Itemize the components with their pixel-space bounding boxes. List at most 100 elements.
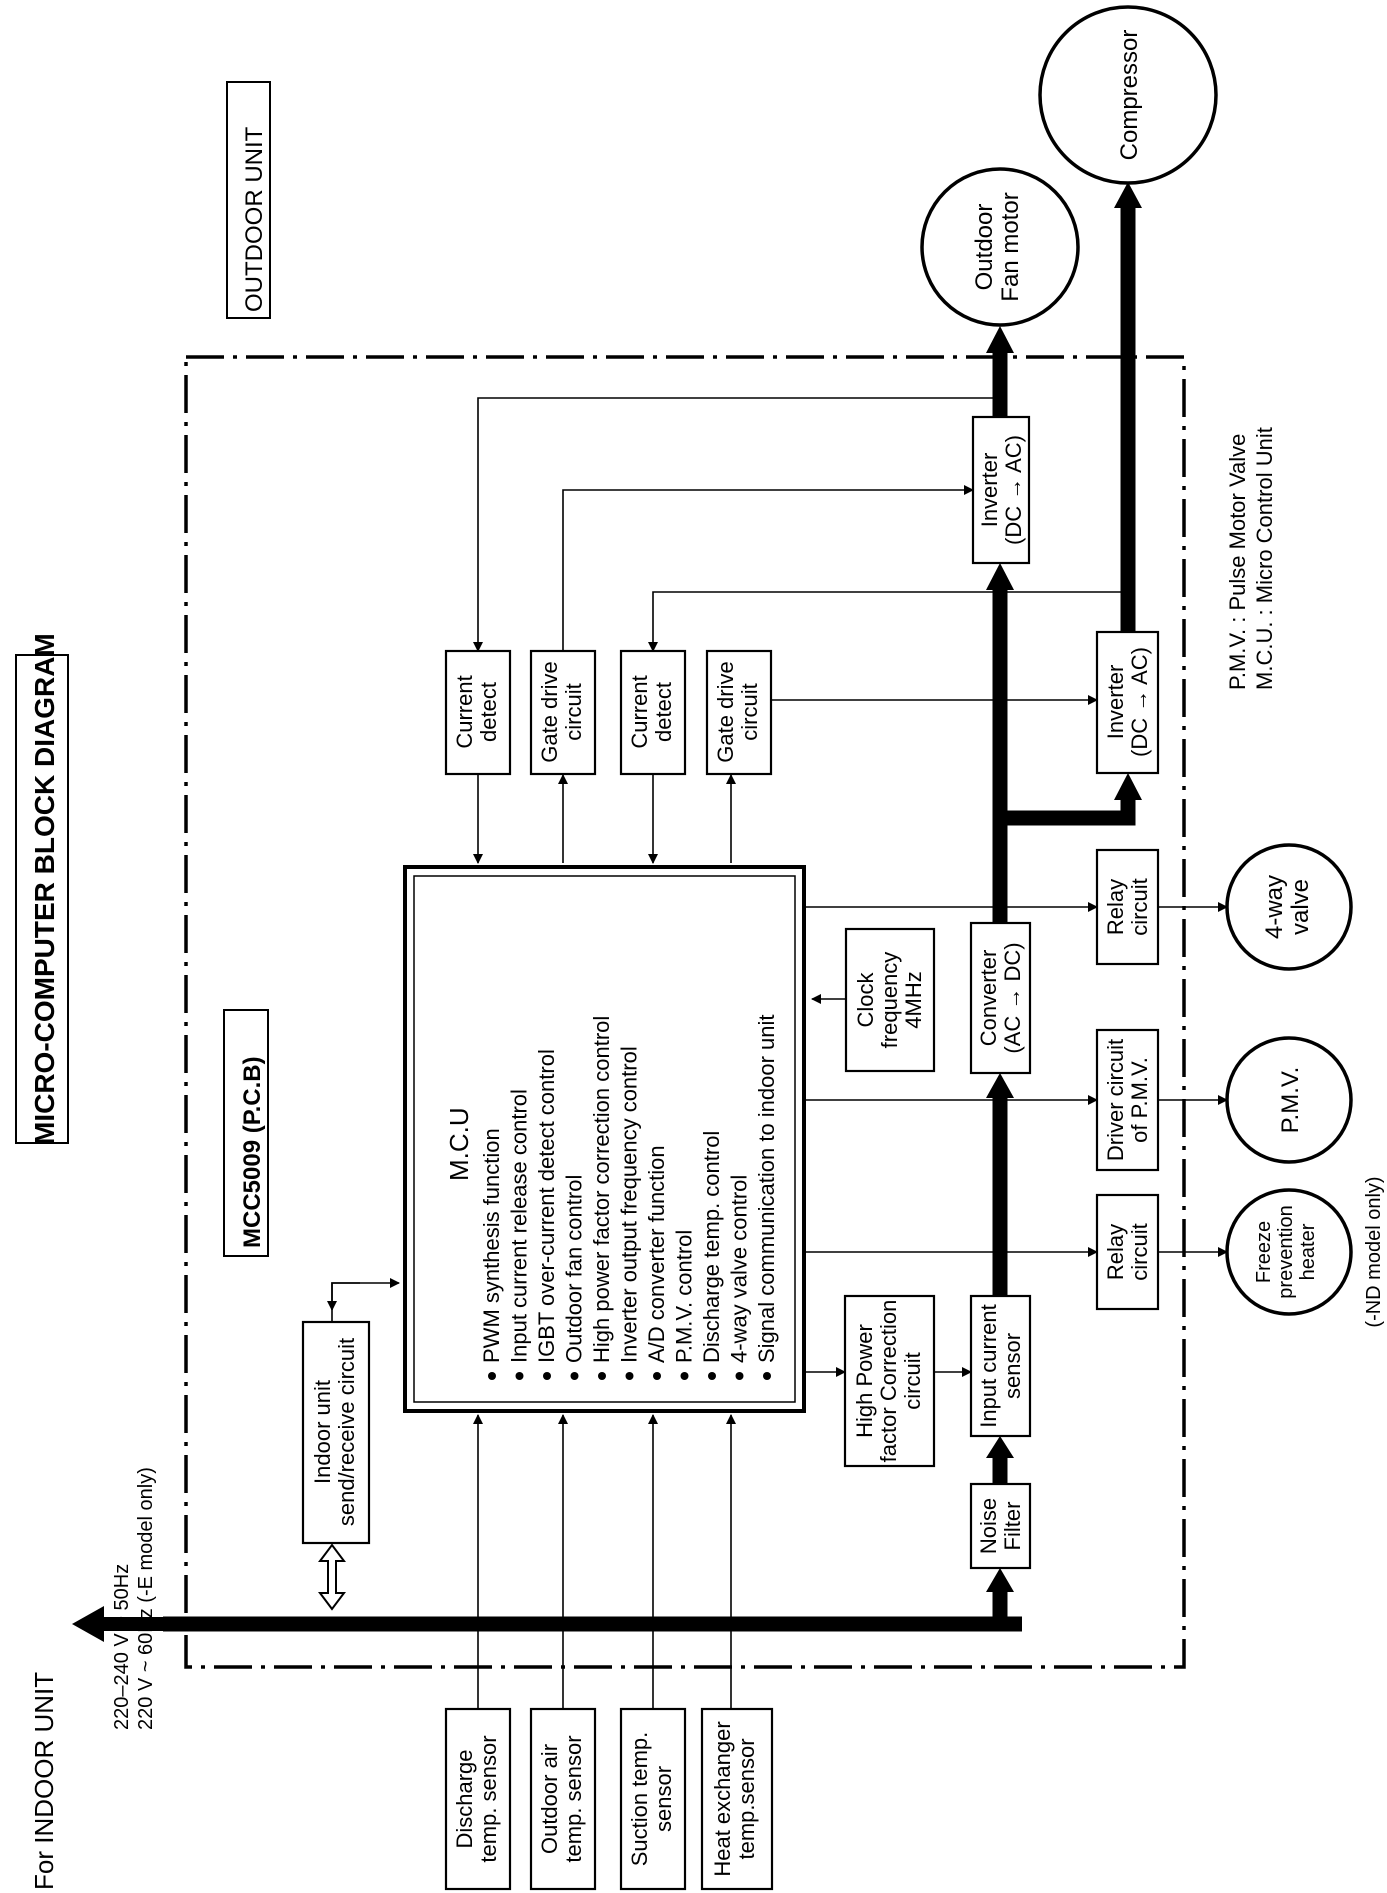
heater-note: (-ND model only) <box>1363 1176 1385 1327</box>
outdoor-air-sensor-box: Outdoor air temp. sensor <box>529 1707 597 1891</box>
hpfc-box: High Power factor Correction circuit <box>843 1294 936 1468</box>
voltage-line-2: 220 V ~ 60Hz (-E model only) <box>135 1467 157 1730</box>
indoor-comm-double-arrow <box>318 1543 346 1611</box>
compressor: Compressor <box>1038 5 1218 185</box>
fan-motor-line-2: Fan motor <box>997 192 1024 301</box>
inverter-fan-line-2: (DC → AC) <box>1001 435 1026 545</box>
heat-exchanger-line-2: temp.sensor <box>734 1738 759 1859</box>
mcu-function-bullet <box>515 1372 524 1380</box>
pcb-boundary <box>184 355 1186 1669</box>
driver-pmv-line-1: Driver circuit <box>1103 1039 1128 1161</box>
heater-line-1: Freeze <box>1253 1221 1275 1283</box>
relay-heater-line-1: Relay <box>1103 1224 1128 1280</box>
gate-drive-2-line-1: Gate drive <box>713 661 738 763</box>
outdoor-unit-box <box>226 81 271 319</box>
compressor-label: Compressor <box>1116 30 1143 161</box>
mcu-function-item: A/D converter function <box>644 1145 669 1363</box>
mcu-function-item: Inverter output frequency control <box>617 1046 642 1363</box>
converter-box: Converter (AC → DC) <box>969 921 1032 1075</box>
mcu-function-bullet <box>543 1372 551 1380</box>
hpfc-line-1: High Power <box>852 1324 877 1438</box>
mcu-function-bullet <box>735 1372 744 1380</box>
driver-pmv-line-2: of P.M.V. <box>1127 1057 1152 1143</box>
hpfc-line-2: factor Correction <box>876 1300 901 1463</box>
heater-line-3: heater <box>1297 1223 1319 1280</box>
input-current-sensor-box: Input current sensor <box>969 1294 1032 1438</box>
discharge-sensor-box: Discharge temp. sensor <box>444 1707 512 1891</box>
gate-drive-2-line-2: circuit <box>737 683 762 740</box>
gate-drive-1-line-1: Gate drive <box>537 661 562 763</box>
inverter-comp-line-2: (DC → AC) <box>1127 647 1152 757</box>
outdoor-fan-motor: Outdoor Fan motor <box>920 167 1080 327</box>
gate-drive-box-2: Gate drive circuit <box>705 649 773 776</box>
diagram-title: MICRO-COMPUTER BLOCK DIAGRAM <box>29 633 60 1145</box>
legend-pmv: P.M.V. : Pulse Motor Valve <box>1225 434 1250 690</box>
gate-drive-1-line-2: circuit <box>561 683 586 740</box>
mcu-function-bullet <box>708 1372 716 1380</box>
suction-sensor-box: Suction temp. sensor <box>619 1707 687 1891</box>
inverter-comp-line-1: Inverter <box>1103 665 1128 740</box>
relay-heater-box: Relay circuit <box>1095 1193 1160 1311</box>
noise-filter-line-2: Filter <box>1000 1502 1025 1551</box>
mcu-function-item: PWM synthesis function <box>479 1128 504 1363</box>
mcu-function-bullet <box>763 1372 771 1380</box>
hpfc-line-3: circuit <box>900 1352 925 1409</box>
pcb-label-box <box>223 1009 269 1257</box>
mcu-function-bullet <box>488 1372 496 1380</box>
clock-line-1: Clock <box>853 971 878 1027</box>
fan-motor-line-1: Outdoor <box>971 204 998 291</box>
voltage-line-1: 220–240 V ~ 50Hz <box>111 1564 133 1730</box>
indoor-send-receive-box: Indoor unit send/receive circuit <box>301 1320 371 1545</box>
noise-filter-line-1: Noise <box>976 1498 1001 1554</box>
mcu-function-bullet <box>625 1372 634 1380</box>
mcu-function-bullet <box>680 1372 689 1380</box>
indoor-unit-label: For INDOOR UNIT <box>29 1672 59 1890</box>
discharge-line-1: Discharge <box>452 1749 477 1848</box>
inverter-fan-box: Inverter (DC → AC) <box>971 415 1031 565</box>
relay-4way-box: Relay circuit <box>1095 848 1160 966</box>
outdoor-air-line-2: temp. sensor <box>561 1735 586 1862</box>
current-detect-1-line-1: Current <box>452 675 477 748</box>
power-bus <box>72 182 1142 1642</box>
mcu-function-item: High power factor correction control <box>589 1016 614 1363</box>
outdoor-unit-label: OUTDOOR UNIT <box>241 126 268 312</box>
mcu-function-item: Input current release control <box>507 1089 532 1363</box>
relay-4way-line-1: Relay <box>1103 879 1128 935</box>
indoor-send-receive-line-1: Indoor unit <box>310 1380 335 1484</box>
discharge-line-2: temp. sensor <box>476 1735 501 1862</box>
clock-line-2: frequency <box>877 952 902 1049</box>
heat-exchanger-line-1: Heat exchanger <box>710 1721 735 1876</box>
mcu-function-item: P.M.V. control <box>672 1230 697 1363</box>
mcu-function-bullet <box>653 1372 661 1380</box>
gate-drive-box-1: Gate drive circuit <box>529 649 597 776</box>
current-detect-2-line-1: Current <box>627 675 652 748</box>
mcu-function-bullet <box>598 1372 606 1380</box>
four-way-line-2: valve <box>1287 879 1314 935</box>
mcu-function-item: 4-way valve control <box>727 1175 752 1363</box>
legend-mcu: M.C.U. : Micro Control Unit <box>1252 427 1277 690</box>
pmv: P.M.V. <box>1225 1036 1353 1164</box>
converter-line-1: Converter <box>976 950 1001 1047</box>
mcu-function-item: Discharge temp. control <box>699 1131 724 1363</box>
inverter-fan-line-1: Inverter <box>977 453 1002 528</box>
title-box <box>15 654 69 1144</box>
four-way-line-1: 4-way <box>1261 875 1288 939</box>
relay-heater-line-2: circuit <box>1127 1223 1152 1280</box>
mcu-function-item: IGBT over-current detect control <box>534 1049 559 1363</box>
outdoor-air-line-1: Outdoor air <box>537 1744 562 1854</box>
four-way-valve: 4-way valve <box>1225 843 1353 971</box>
current-detect-2-line-2: detect <box>651 682 676 742</box>
heat-exchanger-sensor-box: Heat exchanger temp.sensor <box>700 1707 774 1891</box>
current-detect-box-2: Current detect <box>619 649 687 776</box>
noise-filter-box: Noise Filter <box>969 1482 1032 1570</box>
freeze-prevention-heater: Freeze prevention heater <box>1225 1188 1353 1316</box>
pmv-label: P.M.V. <box>1277 1067 1304 1134</box>
driver-pmv-box: Driver circuit of P.M.V. <box>1095 1028 1160 1172</box>
inverter-compressor-box: Inverter (DC → AC) <box>1095 630 1160 775</box>
mcu-function-bullet <box>570 1372 579 1380</box>
input-sensor-line-2: sensor <box>1000 1333 1025 1399</box>
heater-line-2: prevention <box>1275 1205 1297 1298</box>
